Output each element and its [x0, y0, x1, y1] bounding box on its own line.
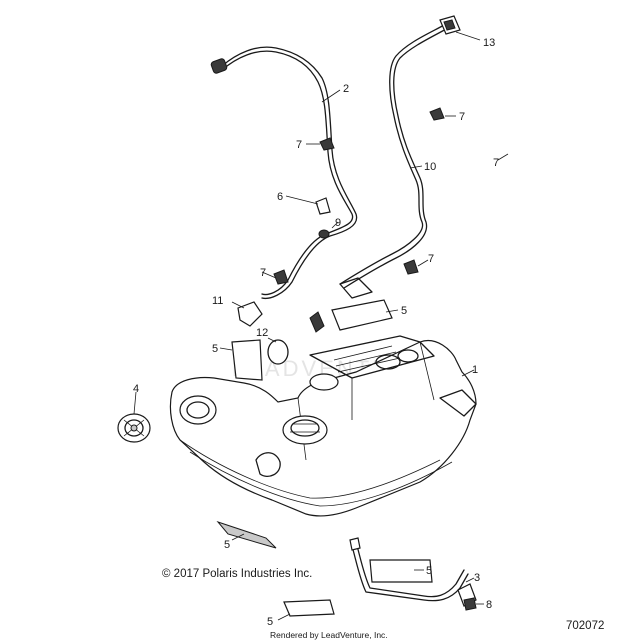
callout-5c: 5	[224, 539, 230, 551]
callout-3: 3	[474, 572, 480, 584]
clip-7b	[429, 107, 445, 121]
strap-3	[349, 537, 477, 607]
callout-4: 4	[133, 383, 139, 395]
callout-6: 6	[277, 191, 283, 203]
render-credit: Rendered by LeadVenture, Inc.	[270, 630, 388, 640]
callout-7b: 7	[459, 111, 465, 123]
line-connector	[309, 311, 325, 333]
callout-10: 10	[424, 161, 436, 173]
callouts: 1 2 3 4 5 5 5 5 5 5 6 7 7 7 7 7 8 9 10 1…	[133, 37, 499, 628]
leader-lines	[133, 31, 509, 621]
diagram-id: 702072	[566, 620, 605, 632]
callout-1: 1	[472, 364, 478, 376]
vent-line-2	[210, 46, 358, 300]
clamp-6	[315, 197, 331, 215]
clip-7d	[403, 259, 419, 275]
callout-12: 12	[256, 327, 268, 339]
callout-5a: 5	[401, 305, 407, 317]
bracket-11	[237, 301, 263, 327]
callout-5b: 5	[212, 343, 218, 355]
seal-12	[267, 339, 289, 365]
fuel-cap	[117, 413, 151, 443]
grommet-9	[318, 229, 330, 239]
callout-7e: 7	[428, 253, 434, 265]
foam-pad-5b	[231, 339, 263, 381]
callout-8: 8	[486, 599, 492, 611]
callout-9: 9	[335, 217, 341, 229]
callout-7a: 7	[296, 139, 302, 151]
callout-5e: 5	[267, 616, 273, 628]
vent-line-2-end-fitting	[210, 58, 228, 74]
foam-pad-5d	[369, 559, 433, 583]
callout-7c: 7	[493, 157, 499, 169]
callout-11: 11	[212, 295, 223, 307]
fuel-tank	[169, 335, 477, 517]
vent-line-10	[339, 23, 449, 299]
foam-pad-5c	[216, 520, 277, 549]
callout-13: 13	[483, 37, 495, 49]
callout-7d: 7	[260, 267, 266, 279]
clip-7a	[319, 137, 335, 151]
foam-pad-5a	[331, 299, 393, 331]
callout-5d: 5	[426, 565, 432, 577]
fitting-13	[439, 15, 461, 35]
callout-2: 2	[343, 83, 349, 95]
bolt-8	[463, 597, 477, 611]
foam-pad-5e	[283, 599, 335, 617]
copyright-text: © 2017 Polaris Industries Inc.	[162, 568, 313, 580]
clip-7c	[273, 269, 289, 285]
